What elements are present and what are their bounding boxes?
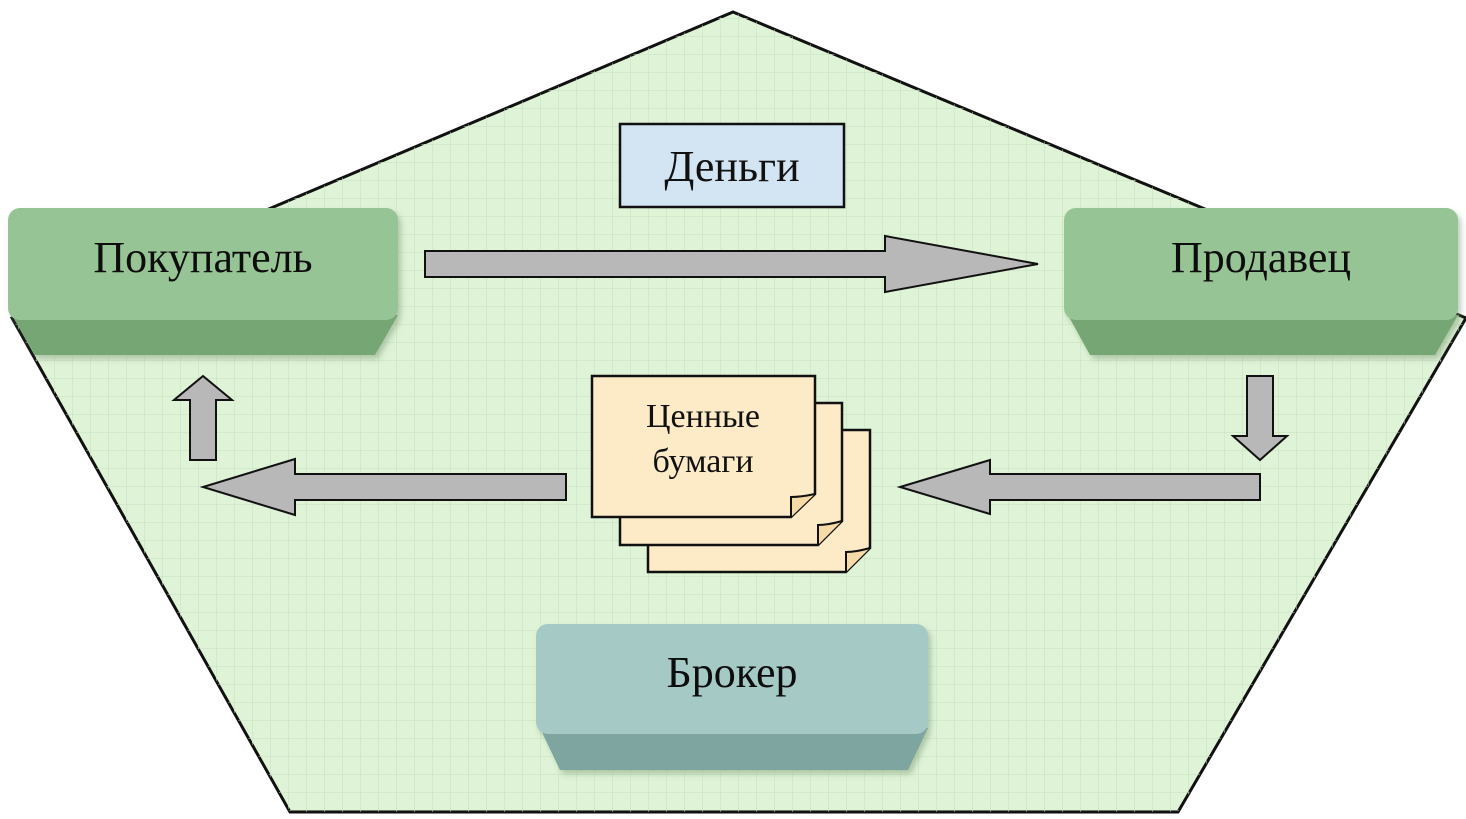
arrow-up-to-buyer [171, 374, 235, 461]
money-label: Деньги [664, 142, 799, 191]
seller-label: Продавец [1171, 233, 1351, 282]
arrow-seller-to-securities [896, 458, 1261, 516]
broker-box: Брокер [536, 624, 928, 770]
broker-box-top [536, 624, 928, 734]
broker-box-base [540, 728, 928, 770]
arrow-seller-down [1230, 375, 1290, 462]
money-box: Деньги [618, 122, 846, 209]
buyer-label: Покупатель [93, 233, 312, 282]
money-box-shape [618, 122, 846, 209]
seller-box-base [1068, 315, 1458, 355]
seller-box: Продавец [1064, 208, 1458, 355]
seller-box-top [1064, 208, 1458, 320]
securities-sheet-front [590, 374, 817, 519]
buyer-box-top [8, 208, 398, 320]
securities-label-line1: Ценные [646, 398, 760, 435]
buyer-box-base [12, 315, 398, 355]
securities-stack: Ценные бумаги [590, 374, 872, 574]
buyer-box: Покупатель [8, 208, 398, 355]
broker-label: Брокер [666, 648, 797, 697]
arrow-securities-to-buyer [199, 457, 567, 517]
arrow-buyer-to-seller [424, 234, 1039, 294]
securities-label-line2: бумаги [652, 443, 753, 480]
